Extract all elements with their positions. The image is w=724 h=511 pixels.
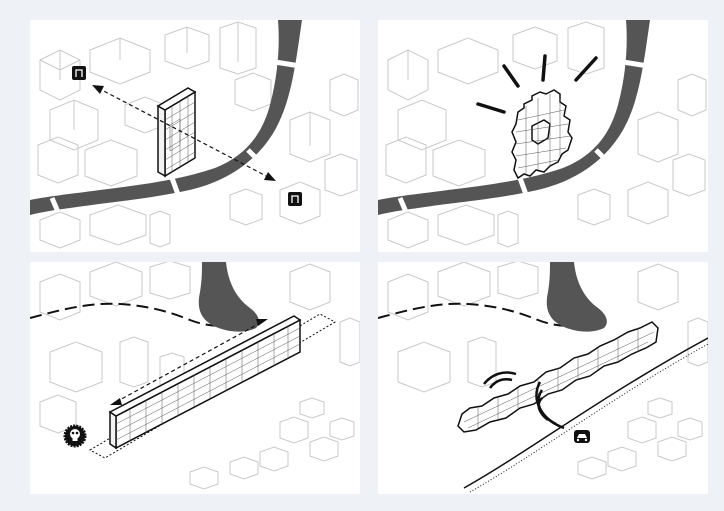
- sound-waves: [483, 371, 565, 430]
- river-bridges: [49, 59, 301, 213]
- river: [198, 262, 259, 332]
- door-icon: [288, 192, 302, 206]
- context-buildings: [37, 21, 359, 249]
- door-icon: [72, 66, 86, 80]
- river: [378, 20, 650, 215]
- river: [30, 20, 302, 215]
- wavy-linear-building: [457, 321, 659, 433]
- skull-badge-icon: [63, 424, 87, 448]
- site-outline: [88, 313, 337, 459]
- waterfront-wall: [30, 302, 241, 328]
- panel-top-right: [378, 20, 708, 252]
- context-buildings: [39, 262, 360, 490]
- panel-top-right-drawing: [378, 20, 707, 249]
- waterfront-wall: [378, 302, 589, 328]
- panel-bottom-right-drawing: [378, 262, 708, 493]
- railway: [463, 337, 708, 493]
- context-buildings: [387, 262, 708, 480]
- car-icon: [574, 430, 590, 443]
- emphasis-rays: [476, 54, 598, 114]
- panel-top-left: [30, 20, 360, 252]
- river: [546, 262, 607, 332]
- panel-bottom-left: [30, 262, 360, 494]
- square-building: [156, 87, 197, 178]
- panel-top-left-drawing: [30, 20, 359, 249]
- double-arrow: [110, 319, 268, 405]
- double-arrow: [92, 85, 276, 181]
- fragmented-building: [511, 89, 573, 180]
- panel-bottom-left-drawing: [30, 262, 360, 490]
- linear-building: [108, 315, 302, 450]
- river-bridges: [397, 59, 649, 213]
- panel-bottom-right: [378, 262, 708, 494]
- context-buildings: [385, 21, 707, 249]
